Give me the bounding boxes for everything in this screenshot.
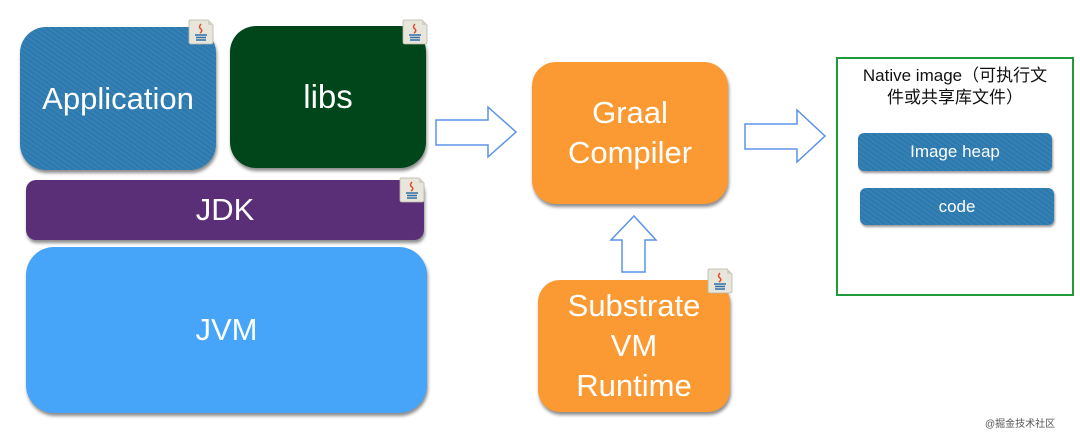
java-file-icon <box>188 19 214 45</box>
graal-label-line2: Compiler <box>567 135 693 170</box>
arrow-up-icon <box>609 214 658 273</box>
substrate-label-line1: Substrate <box>567 288 701 323</box>
jvm-label: JVM <box>195 312 258 347</box>
code-label: code <box>938 196 976 216</box>
native-image-box: Native image（可执行文 件或共享库文件） Image heap co… <box>836 57 1074 296</box>
native-title-line2: 件或共享库文件） <box>887 88 1023 107</box>
graal-compiler-box: Graal Compiler <box>532 62 728 204</box>
substrate-label-line3: Runtime <box>576 368 692 403</box>
native-image-title: Native image（可执行文 件或共享库文件） <box>838 65 1072 109</box>
watermark: @掘金技术社区 <box>985 419 1056 430</box>
libs-box: libs <box>230 26 426 168</box>
arrow-right-icon <box>744 108 827 164</box>
substrate-label-line2: VM <box>610 328 658 363</box>
java-file-icon <box>402 19 428 45</box>
java-file-icon <box>707 268 733 294</box>
application-label: Application <box>42 80 194 116</box>
image-heap-box: Image heap <box>858 133 1052 171</box>
libs-label: libs <box>303 78 353 115</box>
arrow-right-icon <box>435 105 518 159</box>
code-box: code <box>860 188 1054 225</box>
native-title-line1: Native image（可执行文 <box>862 66 1048 85</box>
jdk-box: JDK <box>26 180 424 240</box>
graal-label-line1: Graal <box>592 95 668 130</box>
jvm-box: JVM <box>26 247 427 413</box>
image-heap-label: Image heap <box>910 142 1000 161</box>
jdk-label: JDK <box>195 192 255 227</box>
java-file-icon <box>399 177 425 203</box>
substrate-vm-box: Substrate VM Runtime <box>538 280 730 412</box>
application-box: Application <box>20 27 216 170</box>
